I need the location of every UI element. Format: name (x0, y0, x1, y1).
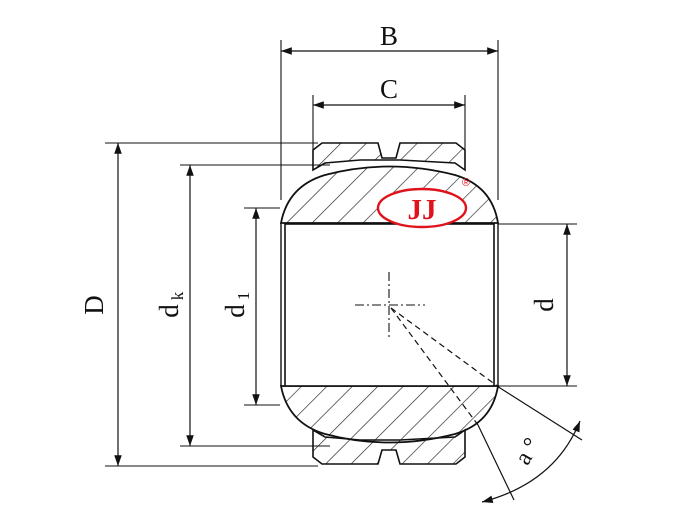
label-B: B (380, 21, 398, 51)
extension-lines (105, 40, 577, 467)
brand-logo: JJ ® (376, 177, 470, 229)
label-d: d (529, 298, 559, 312)
label-d1-main: d (220, 304, 250, 318)
logo-text: JJ (408, 194, 437, 226)
bore (280, 223, 499, 387)
logo-ellipse (376, 187, 468, 229)
logo-registered-mark: ® (462, 177, 470, 189)
label-d1-subscript: 1 (234, 292, 253, 301)
label-dk-main: d (154, 304, 184, 318)
label-D: D (79, 295, 109, 315)
label-d1: d 1 (220, 292, 253, 318)
inner-ring-bottom (279, 385, 500, 444)
angle-lines (390, 307, 501, 426)
label-angle: a ° (510, 434, 546, 470)
label-dk-subscript: k (168, 291, 187, 300)
label-C: C (380, 74, 398, 104)
dimension-lines (114, 47, 571, 466)
center-mark (355, 272, 425, 338)
label-dk: d k (154, 291, 187, 318)
angle-arc (481, 420, 581, 503)
